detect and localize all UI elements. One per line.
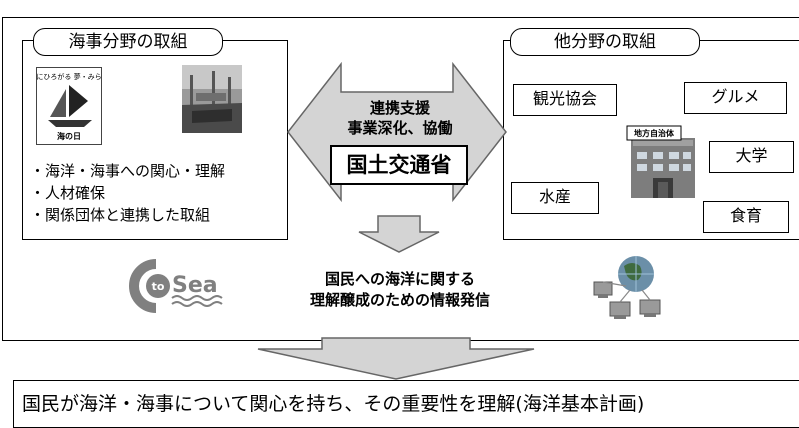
- conclusion-text: 国民が海洋・海事について関心を持ち、その重要性を理解(海洋基本計画): [22, 393, 645, 415]
- ministry-box: [330, 145, 468, 185]
- ctosea-to-text: to: [152, 280, 165, 293]
- ctosea-logo: to Sea: [128, 258, 238, 314]
- right-panel-title: 他分野の取組: [510, 28, 700, 56]
- down-arrow-small-icon: [358, 215, 440, 253]
- ctosea-sea-text: Sea: [172, 273, 218, 298]
- conclusion-box: [13, 380, 799, 428]
- info-line-2: 理解醸成のための情報発信: [309, 291, 490, 309]
- tag-gourmet: グルメ: [684, 82, 787, 114]
- tag-shokuiku: 食育: [703, 201, 789, 233]
- globe-network-icon: [590, 250, 670, 326]
- umi-no-hi-label: 海の日: [57, 131, 81, 141]
- left-bullet-item: ・人材確保: [30, 184, 106, 202]
- center-line-2: 事業深化、協働: [347, 119, 453, 137]
- ship-photo: [182, 65, 242, 133]
- ministry-label: 国土交通省: [346, 153, 452, 177]
- tag-kanko-kyokai: 観光協会: [513, 84, 617, 116]
- info-line-1: 国民への海洋に関する: [324, 270, 475, 288]
- tag-daigaku: 大学: [709, 141, 794, 173]
- left-bullet-list: ・海洋・海事への関心・理解 ・人材確保 ・関係団体と連携した取組: [30, 160, 225, 226]
- building-sign-text: 地方自治体: [634, 128, 675, 138]
- umi-no-hi-logo: 海にひろがる 夢・みらい 海の日: [29, 67, 109, 145]
- umi-no-hi-arc-text: 海にひろがる 夢・みらい: [36, 72, 102, 81]
- left-bullet-item: ・海洋・海事への関心・理解: [30, 162, 226, 180]
- local-government-building-icon: 地方自治体: [623, 124, 703, 200]
- left-panel-title: 海事分野の取組: [33, 28, 223, 56]
- center-line-1: 連携支援: [369, 99, 430, 117]
- left-bullet-item: ・関係団体と連携した取組: [30, 206, 211, 224]
- tag-suisan: 水産: [511, 182, 599, 214]
- down-arrow-large-icon: [257, 337, 535, 380]
